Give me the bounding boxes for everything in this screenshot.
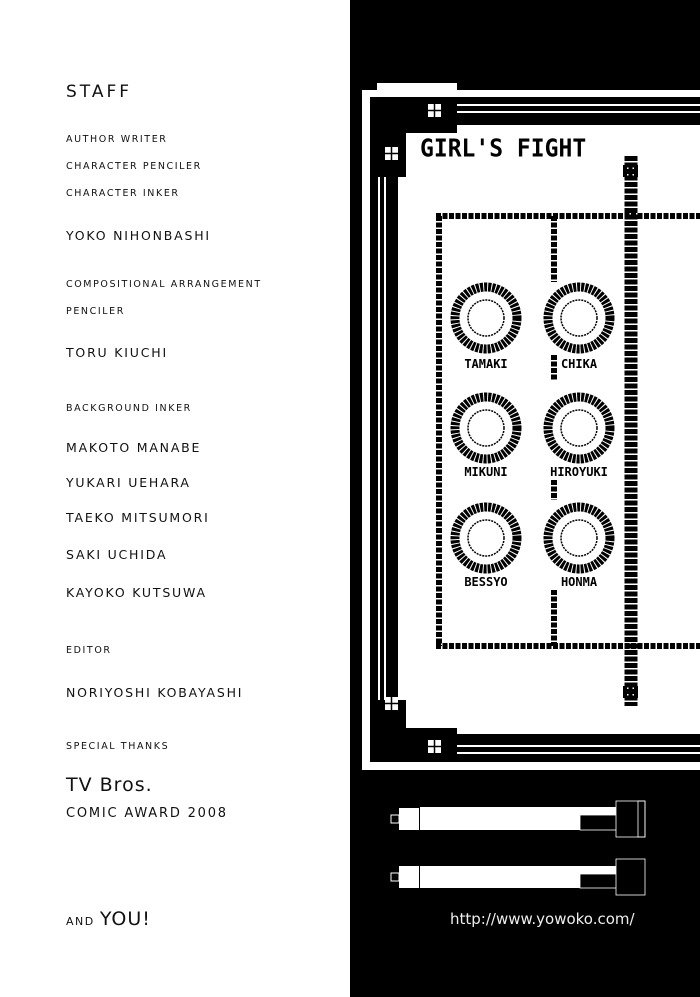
staff-name: MAKOTO MANABE — [66, 440, 202, 455]
character-name: HONMA — [560, 575, 598, 589]
board-outer — [362, 90, 700, 770]
artwork-title: GIRL'S FIGHT — [420, 134, 587, 164]
staff-name: YUKARI UEHARA — [66, 475, 191, 490]
staff-credits-panel: STAFF AUTHOR WRITER CHARACTER PENCILER C… — [66, 82, 262, 930]
staff-name: TORU KIUCHI — [66, 345, 168, 360]
staff-name: SAKI UCHIDA — [66, 547, 168, 562]
thanks-sub: COMIC AWARD 2008 — [66, 806, 228, 821]
pencil-illustration — [390, 800, 646, 896]
role-label: BACKGROUND INKER — [66, 403, 192, 414]
staff-heading: STAFF — [66, 82, 133, 102]
and-you-line: AND YOU! — [66, 908, 151, 930]
staff-name: NORIYOSHI KOBAYASHI — [66, 685, 244, 700]
board-illustration — [362, 83, 700, 896]
artwork-panel: GIRL'S FIGHT TAMAKI CHIKA MIKUNI HIROYUK… — [350, 0, 700, 997]
and-label: AND — [66, 915, 95, 928]
role-label: PENCILER — [66, 306, 125, 317]
role-label: CHARACTER INKER — [66, 188, 180, 199]
character-name: HIROYUKI — [550, 465, 608, 479]
character-name: CHIKA — [560, 357, 598, 371]
character-name: MIKUNI — [464, 465, 508, 479]
character-name: BESSYO — [464, 575, 508, 589]
thanks-main: TV Bros. — [66, 774, 153, 796]
character-name: TAMAKI — [464, 357, 508, 371]
role-label: SPECIAL THANKS — [66, 741, 170, 752]
staff-name: KAYOKO KUTSUWA — [66, 585, 207, 600]
you-label: YOU! — [99, 908, 151, 930]
role-label: AUTHOR WRITER — [66, 134, 168, 145]
character-portraits — [450, 282, 615, 574]
role-label: EDITOR — [66, 645, 112, 656]
staff-name: YOKO NIHONBASHI — [66, 228, 211, 243]
bracket-lines — [436, 156, 700, 706]
staff-name: TAEKO MITSUMORI — [66, 510, 210, 525]
role-label: CHARACTER PENCILER — [66, 161, 202, 172]
website-url[interactable]: http://www.yowoko.com/ — [450, 910, 635, 928]
role-label: COMPOSITIONAL ARRANGEMENT — [66, 279, 262, 290]
